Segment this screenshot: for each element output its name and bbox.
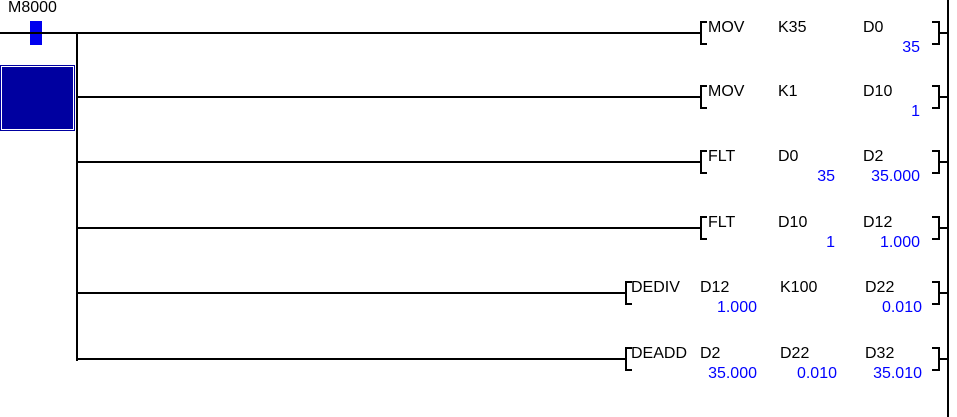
rail-connector-tick <box>939 96 948 98</box>
rail-connector-tick <box>939 227 948 229</box>
rail-connector-tick <box>939 32 948 34</box>
instruction-open-bracket <box>700 216 707 240</box>
selection-cursor[interactable] <box>0 65 75 131</box>
monitor-value: 1.000 <box>879 234 920 251</box>
rung-wire <box>76 96 701 98</box>
instruction-open-bracket <box>625 347 632 371</box>
operand-label[interactable]: D12 <box>700 279 730 296</box>
rung-wire <box>76 227 701 229</box>
instruction-open-bracket <box>625 281 632 305</box>
operand-label[interactable]: D12 <box>863 214 893 231</box>
monitor-value: 35.010 <box>873 365 922 382</box>
rung-wire <box>76 358 626 360</box>
operand-label[interactable]: D10 <box>863 83 893 100</box>
operand-label[interactable]: D0 <box>863 19 884 36</box>
monitor-value: 35 <box>902 39 920 56</box>
monitor-value: 0.010 <box>796 365 837 382</box>
instruction-open-bracket <box>700 150 707 174</box>
monitor-value: 35.000 <box>871 168 920 185</box>
operand-label[interactable]: K35 <box>778 19 807 36</box>
monitor-value: 1 <box>911 103 920 120</box>
selection-cursor-inner-border <box>1 66 74 130</box>
instruction-name[interactable]: FLT <box>708 148 736 165</box>
instruction-name[interactable]: DEADD <box>631 345 688 362</box>
monitor-value: 1.000 <box>716 299 757 316</box>
rail-connector-tick <box>939 358 948 360</box>
instruction-open-bracket <box>700 21 707 45</box>
rung-wire <box>76 161 701 163</box>
monitor-value: 35.000 <box>708 365 757 382</box>
rail-connector-tick <box>939 292 948 294</box>
rail-connector-tick <box>939 161 948 163</box>
instruction-name[interactable]: MOV <box>708 83 745 100</box>
rung-wire <box>0 32 701 34</box>
operand-label[interactable]: D22 <box>780 345 810 362</box>
monitor-value: 1 <box>826 234 835 251</box>
operand-label[interactable]: D2 <box>863 148 884 165</box>
operand-label[interactable]: D2 <box>700 345 721 362</box>
operand-label[interactable]: D32 <box>865 345 895 362</box>
operand-label[interactable]: D22 <box>865 279 895 296</box>
instruction-name[interactable]: MOV <box>708 19 745 36</box>
operand-label[interactable]: K1 <box>778 83 798 100</box>
branch-vertical-wire <box>76 32 78 361</box>
operand-label[interactable]: K100 <box>780 279 818 296</box>
instruction-name[interactable]: FLT <box>708 214 736 231</box>
contact-device-label: M8000 <box>8 0 57 16</box>
monitor-value: 35 <box>817 168 835 185</box>
rung-wire <box>76 292 626 294</box>
monitor-value: 0.010 <box>881 299 922 316</box>
right-power-rail <box>947 0 949 417</box>
operand-label[interactable]: D10 <box>778 214 808 231</box>
instruction-name[interactable]: DEDIV <box>631 279 680 296</box>
instruction-open-bracket <box>700 85 707 109</box>
operand-label[interactable]: D0 <box>778 148 799 165</box>
